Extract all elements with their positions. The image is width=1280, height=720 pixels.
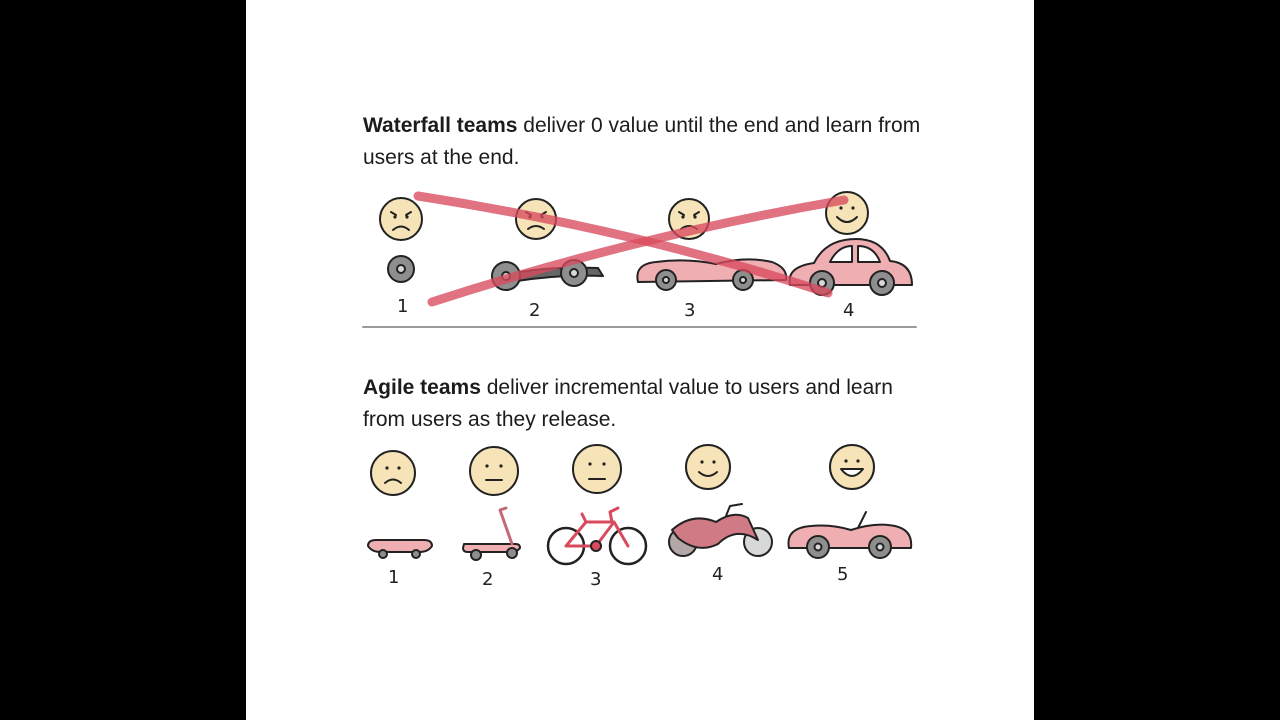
waterfall-caption: Waterfall teams deliver 0 value until th… [363, 110, 923, 174]
car-icon [788, 238, 913, 296]
agile-face-1 [370, 450, 416, 496]
agile-face-3 [572, 444, 622, 494]
waterfall-stage-number: 4 [843, 300, 854, 321]
waterfall-stage-number: 3 [684, 300, 695, 321]
convertible-car-icon [787, 511, 913, 559]
cross-out-mark [413, 191, 849, 307]
skateboard-icon [367, 539, 433, 559]
wheel-icon [387, 255, 415, 283]
slide: Waterfall teams deliver 0 value until th… [246, 0, 1034, 720]
agile-stage-number: 4 [712, 564, 723, 585]
scooter-icon [462, 506, 521, 561]
bicycle-icon [546, 506, 648, 566]
agile-stage-number: 1 [388, 567, 399, 588]
illustration: 1 2 3 4 [362, 191, 917, 590]
agile-stage-number: 2 [482, 569, 493, 590]
agile-stage-number: 3 [590, 569, 601, 590]
agile-caption-text: deliver incremental value to users and l… [363, 376, 893, 431]
agile-face-2 [469, 446, 519, 496]
agile-caption-bold: Agile teams [363, 376, 481, 399]
motorcycle-icon [668, 503, 773, 557]
agile-face-4 [685, 444, 731, 490]
agile-face-5 [829, 444, 875, 490]
waterfall-stage-number: 1 [397, 296, 408, 317]
agile-caption: Agile teams deliver incremental value to… [363, 372, 923, 436]
waterfall-caption-bold: Waterfall teams [363, 114, 518, 137]
waterfall-stage-number: 2 [529, 300, 540, 321]
agile-row: 1 2 3 4 5 [367, 444, 913, 590]
waterfall-face-1 [379, 197, 423, 241]
waterfall-row: 1 2 3 4 [362, 191, 917, 328]
waterfall-caption-text: deliver 0 value until the end and learn … [363, 114, 921, 169]
agile-stage-number: 5 [837, 564, 848, 585]
